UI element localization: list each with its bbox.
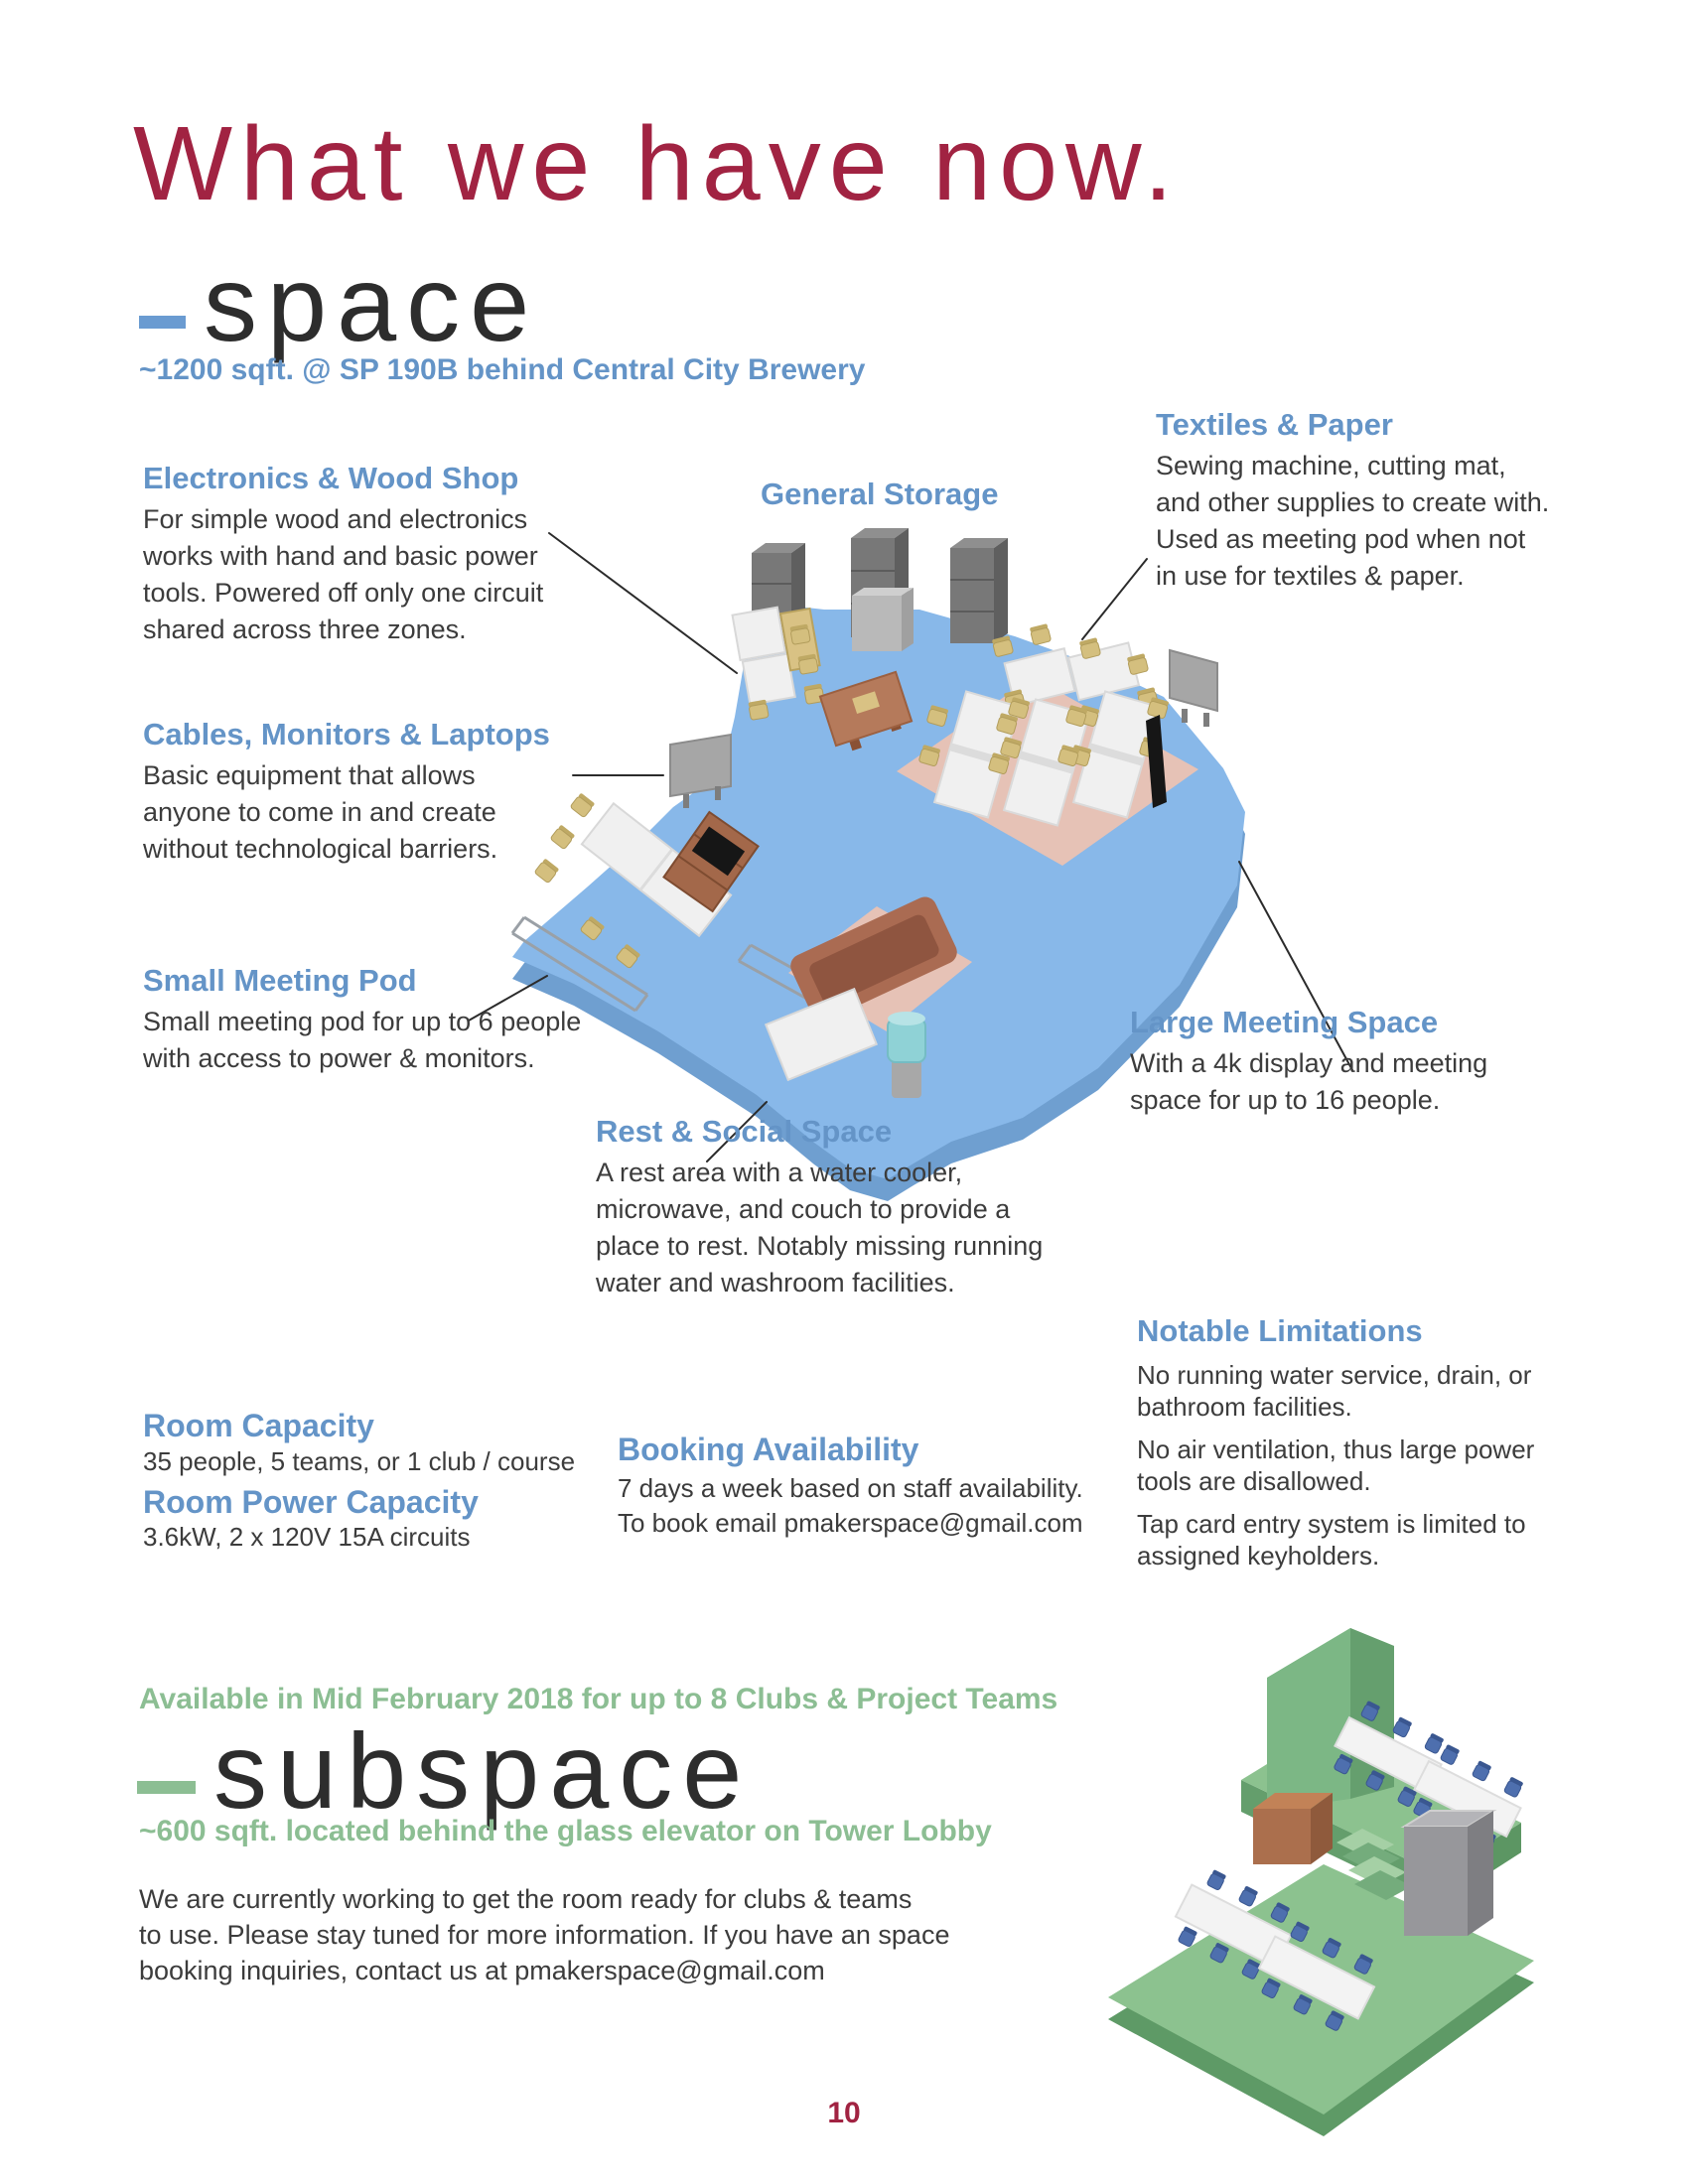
space-subtitle: ~1200 sqft. @ SP 190B behind Central Cit… (139, 353, 866, 386)
subspace-availability: Available in Mid February 2018 for up to… (139, 1683, 1058, 1715)
page-title: What we have now. (133, 105, 1182, 222)
annotation-body: Basic equipment that allows anyone to co… (143, 759, 498, 864)
annotation-title: Large Meeting Space (1130, 1005, 1439, 1039)
stat-value: 35 people, 5 teams, or 1 club / course (143, 1445, 576, 1476)
annotation-body: Sewing machine, cutting mat, and other s… (1156, 450, 1550, 591)
wood-workbench (818, 670, 914, 751)
limitation-item: Tap card entry system is limited to assi… (1137, 1508, 1526, 1570)
media-cabinet (662, 810, 760, 913)
stat-value: 3.6kW, 2 x 120V 15A circuits (143, 1522, 471, 1553)
annotation-body: Small meeting pod for up to 6 people wit… (143, 1006, 582, 1073)
annotation-title: Notable Limitations (1137, 1313, 1423, 1348)
stat-value: To book email pmakerspace@gmail.com (618, 1507, 1083, 1538)
page-number: 10 (827, 2097, 861, 2129)
annotation-textiles: Textiles & Paper Sewing machine, cutting… (1156, 407, 1613, 595)
subspace-underscore (137, 1781, 196, 1794)
railing-left (510, 915, 649, 1013)
space-floorplan-illustration (510, 528, 1245, 1201)
subspace-upper-tables (1333, 1700, 1524, 1851)
annotation-general-storage: General Storage (761, 477, 999, 511)
stat-label: Room Power Capacity (143, 1483, 479, 1520)
annotation-limitations: Notable Limitations No running water ser… (1137, 1313, 1584, 1571)
annotation-small-pod: Small Meeting Pod Small meeting pod for … (143, 963, 600, 1077)
leader-line-large-meeting (1238, 861, 1353, 1071)
annotation-body: For simple wood and electronics works wi… (143, 503, 544, 644)
annotation-electronics: Electronics & Wood Shop For simple wood … (143, 461, 580, 648)
subspace-body: We are currently working to get the room… (139, 1884, 950, 1985)
space-wordmark: space (204, 243, 540, 363)
annotation-body: With a 4k display and meeting space for … (1130, 1047, 1488, 1115)
stat-label: Booking Availability (618, 1432, 919, 1467)
leader-line-small-pod (468, 975, 548, 1022)
subspace-elevator (1400, 1810, 1497, 1936)
leader-line-textiles (1081, 558, 1148, 640)
stat-label: Room Capacity (143, 1408, 374, 1443)
space-underscore (139, 316, 186, 329)
stats-booking: Booking Availability 7 days a week based… (618, 1433, 1083, 1537)
subspace-lower-tables (1174, 1868, 1376, 2032)
water-cooler (887, 1012, 926, 1098)
stats-room: Room Capacity 35 people, 5 teams, or 1 c… (143, 1408, 576, 1553)
subspace-subtitle: ~600 sqft. located behind the glass elev… (139, 1815, 992, 1847)
couch (790, 896, 957, 1022)
annotation-title: Small Meeting Pod (143, 963, 417, 998)
annotation-large-meeting: Large Meeting Space With a 4k display an… (1130, 1005, 1547, 1119)
display-panel-right (1169, 648, 1218, 727)
subspace-storage-box (1253, 1793, 1333, 1864)
whiteboard-left (669, 733, 732, 808)
annotation-cables: Cables, Monitors & Laptops Basic equipme… (143, 717, 580, 868)
stat-value: 7 days a week based on staff availabilit… (618, 1472, 1083, 1503)
annotation-title: Electronics & Wood Shop (143, 461, 519, 495)
subspace-stairs (1336, 1829, 1412, 1900)
small-pod-tables (580, 801, 733, 938)
storage-cabinet (852, 588, 914, 651)
subspace-wordmark: subspace (213, 1710, 753, 1831)
annotation-title: Cables, Monitors & Laptops (143, 717, 550, 751)
leader-line-rest (706, 1101, 768, 1162)
large-meeting-tables (932, 690, 1161, 827)
kitchen-counter (764, 987, 879, 1082)
tv-display (1146, 715, 1167, 808)
limitation-item: No running water service, drain, or bath… (1137, 1359, 1532, 1422)
subspace-illustration (1108, 1628, 1534, 2136)
limitation-item: No air ventilation, thus large power too… (1137, 1433, 1535, 1496)
annotation-rest: Rest & Social Space A rest area with a w… (596, 1114, 1072, 1301)
annotation-body: A rest area with a water cooler, microwa… (596, 1157, 1044, 1297)
annotation-title: Rest & Social Space (596, 1114, 893, 1149)
annotation-title: Textiles & Paper (1156, 407, 1393, 442)
leader-line-electronics (548, 532, 738, 674)
